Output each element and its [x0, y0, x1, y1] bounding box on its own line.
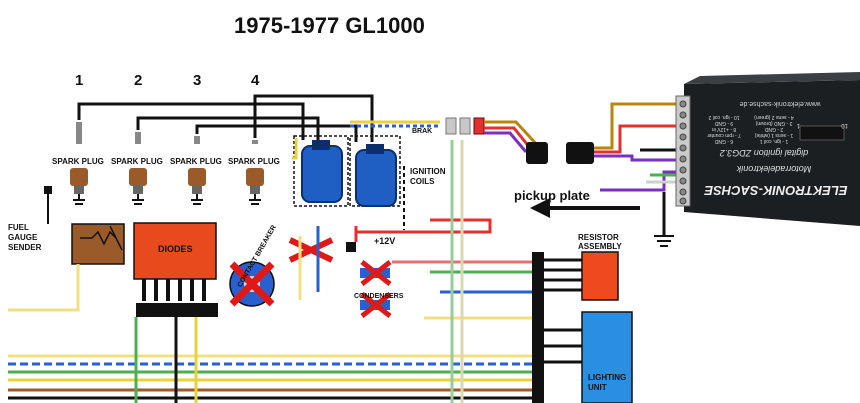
resistor-assembly-label-1: RESISTOR: [578, 233, 619, 242]
cylinder-number-3: 3: [193, 72, 201, 89]
module-pin-number-left: 1: [796, 122, 800, 128]
pickup-plate-label: pickup plate: [514, 188, 590, 203]
spark-plug-1: [70, 122, 88, 205]
cylinder-number-4: 4: [251, 72, 260, 89]
module-pin-number-right: 10: [841, 122, 848, 128]
removed-connection-x: [288, 237, 334, 263]
condensers-label: CONDENSERS: [354, 293, 404, 300]
cylinder-number-1: 1: [75, 72, 83, 89]
diodes-label: DIODES: [158, 244, 193, 254]
wire-connector-left: [526, 142, 548, 164]
diodes-block: [133, 222, 218, 317]
fuel-gauge-label-3: SENDER: [8, 243, 42, 252]
fuel-gauge-label-1: FUEL: [8, 223, 29, 232]
spark-plug-label-1: SPARK PLUG: [52, 157, 104, 166]
cylinder-number-2: 2: [134, 72, 142, 89]
module-pin-3: 8 - +12V in: [712, 126, 737, 132]
diagram-title: 1975-1977 GL1000: [234, 13, 425, 38]
module-pin-4: 7 - rpm counter: [707, 132, 741, 138]
module-pin-7: 3 - GND (brown): [755, 120, 792, 126]
pickup-plate-arrow: [530, 198, 640, 218]
lighting-unit-label-1: LIGHTING: [588, 373, 626, 382]
ignition-module: [675, 72, 860, 226]
lighting-unit-label-2: UNIT: [588, 383, 607, 392]
condensers: [360, 260, 392, 318]
plus12v-label: +12V: [374, 236, 395, 246]
ht-leads: [77, 94, 374, 142]
module-product: digital ignition ZDG3.2: [720, 148, 809, 158]
resistor-assembly-label-2: ASSEMBLY: [578, 242, 622, 251]
module-pin-5: 6 - GND: [714, 138, 733, 144]
fuel-gauge-sender: [8, 186, 125, 312]
ignition-coils-label-1: IGNITION: [410, 167, 446, 176]
spark-plug-label-2: SPARK PLUG: [111, 157, 163, 166]
spark-plug-3: [188, 136, 206, 205]
module-pin-1: 10 - ign. coil 2: [708, 114, 739, 120]
module-pin-6: 4 - sens 2 (green): [754, 114, 794, 120]
fuel-gauge-label-2: GAUGE: [8, 233, 38, 242]
spark-plug-label-3: SPARK PLUG: [170, 157, 222, 166]
spark-plug-4: [246, 140, 264, 205]
module-pin-2: 9 - GND: [714, 120, 733, 126]
harness-wires: [8, 140, 582, 403]
module-subtitle: Motorradelektronik: [736, 164, 811, 174]
contact-breaker: [229, 261, 275, 307]
module-ground-icon: [654, 235, 674, 247]
module-url: www.elektronik-sachse.de: [739, 100, 821, 107]
module-brand: ELEKTRONIK-SACHSE: [704, 183, 847, 198]
module-pin-8: 2 - GND: [764, 126, 783, 132]
coil-wires: [292, 120, 440, 160]
module-pin-10: 1 - ign. coil 1: [760, 138, 789, 144]
wire-connector-right: [566, 142, 594, 164]
lighting-unit: [581, 311, 633, 403]
spark-plug-2: [129, 132, 147, 205]
spark-plug-label-4: SPARK PLUG: [228, 157, 280, 166]
ignition-coils: [293, 135, 401, 207]
brake-label: BRAK: [412, 128, 432, 135]
connector-block: [445, 117, 485, 135]
plus12v-connector: [346, 242, 356, 252]
resistor-assembly: [581, 251, 619, 301]
harness-connector-bar: [532, 252, 544, 403]
ignition-coils-label-2: COILS: [410, 177, 435, 186]
module-wires: [484, 102, 680, 236]
module-pin-9: 1 - sens 1 (white): [754, 132, 793, 138]
